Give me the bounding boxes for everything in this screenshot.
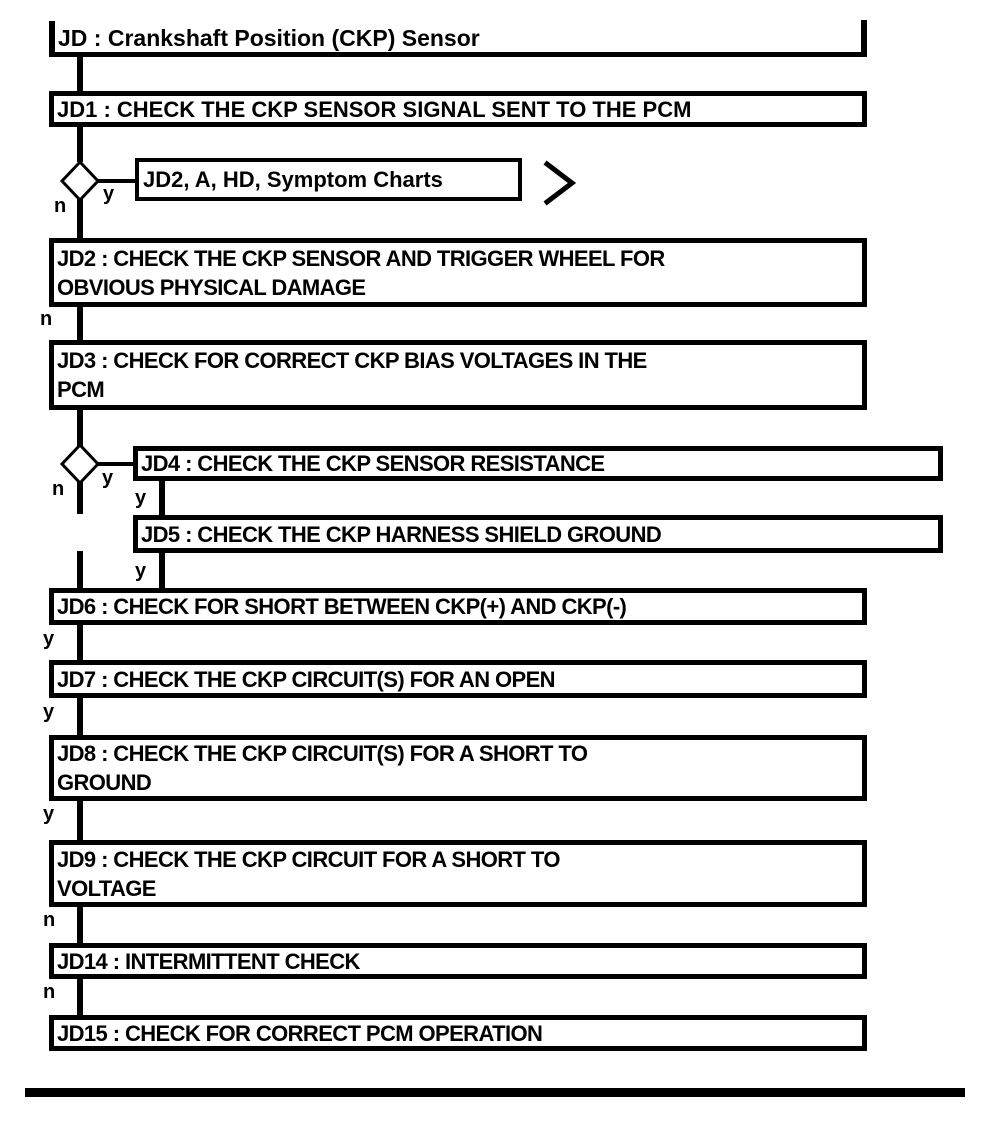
title-left-tick xyxy=(49,21,55,57)
continuation-chevron-icon xyxy=(543,160,577,206)
connector-diamond1-reference xyxy=(96,179,136,183)
connector-jd9-jd14 xyxy=(77,907,83,943)
branch-label-jd14-no: n xyxy=(43,981,56,1003)
footer-rule xyxy=(25,1088,965,1097)
connector-jd7-jd8 xyxy=(77,698,83,735)
step-label: JD6 : CHECK FOR SHORT BETWEEN CKP(+) AND… xyxy=(57,594,627,619)
step-label: PCM xyxy=(57,377,105,402)
step-box-jd8: JD8 : CHECK THE CKP CIRCUIT(S) FOR A SHO… xyxy=(49,735,867,801)
decision-diamond-2-icon xyxy=(59,442,101,486)
branch-label-d2-no: n xyxy=(52,478,65,500)
branch-label-jd2-no: n xyxy=(40,308,53,330)
step-box-jd3: JD3 : CHECK FOR CORRECT CKP BIAS VOLTAGE… xyxy=(49,340,867,410)
flowchart-title: JD : Crankshaft Position (CKP) Sensor xyxy=(58,25,480,51)
step-box-jd2: JD2 : CHECK THE CKP SENSOR AND TRIGGER W… xyxy=(49,238,867,307)
step-label: JD3 : CHECK FOR CORRECT CKP BIAS VOLTAGE… xyxy=(57,348,647,373)
connector-diamond1-jd2 xyxy=(77,198,83,238)
step-box-jd14: JD14 : INTERMITTENT CHECK xyxy=(49,943,867,979)
branch-label-jd4-yes: y xyxy=(135,487,147,509)
step-box-jd4: JD4 : CHECK THE CKP SENSOR RESISTANCE xyxy=(133,446,943,481)
title-underline xyxy=(49,52,867,57)
branch-label-jd8-yes: y xyxy=(43,803,55,825)
branch-label-d2-yes: y xyxy=(102,467,114,489)
step-box-jd5: JD5 : CHECK THE CKP HARNESS SHIELD GROUN… xyxy=(133,515,943,553)
connector-jd5-jd6 xyxy=(159,553,165,588)
step-label: GROUND xyxy=(57,770,152,795)
step-box-jd15: JD15 : CHECK FOR CORRECT PCM OPERATION xyxy=(49,1015,867,1051)
step-label: JD4 : CHECK THE CKP SENSOR RESISTANCE xyxy=(141,451,605,476)
step-label: VOLTAGE xyxy=(57,875,156,901)
step-label: JD7 : CHECK THE CKP CIRCUIT(S) FOR AN OP… xyxy=(57,666,556,692)
decision-diamond-1-icon xyxy=(59,159,101,203)
connector-diamond2-down-upper xyxy=(77,482,83,514)
connector-jd2-jd3 xyxy=(77,307,83,340)
connector-title-jd1 xyxy=(77,52,83,91)
connector-diamond2-jd4 xyxy=(96,462,134,466)
step-label: JD2 : CHECK THE CKP SENSOR AND TRIGGER W… xyxy=(57,245,665,271)
step-box-jd7: JD7 : CHECK THE CKP CIRCUIT(S) FOR AN OP… xyxy=(49,660,867,698)
connector-jd3-diamond2 xyxy=(77,410,83,446)
connector-jd4-jd5 xyxy=(159,481,165,515)
connector-jd14-jd15 xyxy=(77,979,83,1015)
step-label: JD15 : CHECK FOR CORRECT PCM OPERATION xyxy=(57,1020,543,1046)
step-label: JD14 : INTERMITTENT CHECK xyxy=(57,948,360,974)
step-box-jd9: JD9 : CHECK THE CKP CIRCUIT FOR A SHORT … xyxy=(49,840,867,907)
branch-label-jd7-yes: y xyxy=(43,701,55,723)
step-label: JD1 : CHECK THE CKP SENSOR SIGNAL SENT T… xyxy=(57,96,692,122)
step-box-jd6: JD6 : CHECK FOR SHORT BETWEEN CKP(+) AND… xyxy=(49,588,867,625)
title-right-tick xyxy=(861,20,867,57)
branch-label-d1-yes: y xyxy=(103,183,115,205)
connector-jd8-jd9 xyxy=(77,801,83,840)
step-label: JD5 : CHECK THE CKP HARNESS SHIELD GROUN… xyxy=(141,521,662,547)
branch-label-d1-no: n xyxy=(54,195,67,217)
connector-diamond2-down-lower xyxy=(77,551,83,588)
step-label: OBVIOUS PHYSICAL DAMAGE xyxy=(57,274,366,300)
connector-jd1-diamond1 xyxy=(77,126,83,162)
branch-label-jd6-yes: y xyxy=(43,628,55,650)
step-box-jd1: JD1 : CHECK THE CKP SENSOR SIGNAL SENT T… xyxy=(49,91,867,127)
step-label: JD8 : CHECK THE CKP CIRCUIT(S) FOR A SHO… xyxy=(57,741,588,766)
branch-label-jd9-no: n xyxy=(43,909,56,931)
reference-box: JD2, A, HD, Symptom Charts xyxy=(135,158,522,201)
step-label: JD9 : CHECK THE CKP CIRCUIT FOR A SHORT … xyxy=(57,846,560,872)
reference-label: JD2, A, HD, Symptom Charts xyxy=(143,166,443,192)
branch-label-jd5-yes: y xyxy=(135,560,147,582)
connector-jd6-jd7 xyxy=(77,625,83,660)
